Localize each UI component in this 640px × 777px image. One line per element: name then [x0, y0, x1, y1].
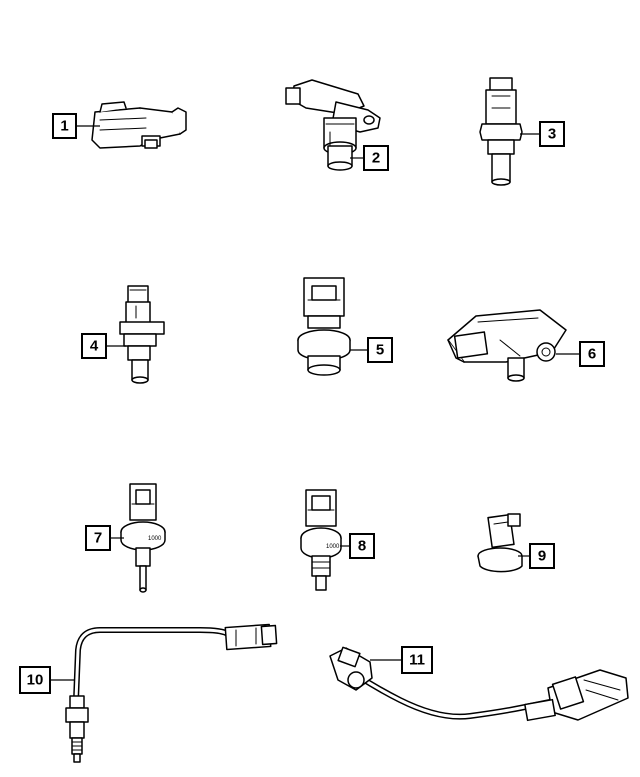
callout-7-label: 7 [94, 530, 102, 547]
callout-3-label: 3 [548, 126, 556, 143]
callout-6: 6 [579, 341, 605, 367]
part-7-marking: 1000 [148, 536, 162, 542]
callout-11: 11 [401, 646, 433, 674]
callout-4-label: 4 [90, 338, 99, 355]
callout-1-label: 1 [60, 118, 68, 135]
part-7-sensor[interactable]: 1000 [120, 483, 166, 593]
callout-10-label: 10 [27, 672, 44, 689]
part-5-sensor[interactable] [297, 277, 351, 376]
part-2-sensor[interactable] [285, 79, 381, 171]
part-8-marking: 1000 [326, 544, 340, 550]
part-3-sensor[interactable] [479, 77, 523, 186]
callout-2: 2 [363, 145, 389, 171]
callout-3: 3 [539, 121, 565, 147]
part-9-sensor[interactable] [477, 513, 523, 573]
callout-8-label: 8 [358, 538, 366, 555]
part-11-sensor[interactable] [329, 646, 629, 722]
callout-5-label: 5 [376, 342, 384, 359]
callout-6-label: 6 [588, 346, 596, 363]
callout-4: 4 [81, 333, 107, 359]
part-1-sensor[interactable] [91, 101, 187, 149]
part-10-sensor[interactable] [65, 623, 278, 763]
callout-1: 1 [52, 113, 77, 139]
callout-9: 9 [529, 543, 555, 569]
part-4-sensor[interactable] [119, 285, 165, 384]
part-8-sensor[interactable]: 1000 [300, 489, 342, 591]
callout-8: 8 [349, 533, 375, 559]
callout-10: 10 [19, 666, 51, 694]
part-6-sensor[interactable] [447, 309, 567, 382]
callout-11-label: 11 [409, 652, 425, 669]
callout-7: 7 [85, 525, 111, 551]
callout-9-label: 9 [538, 548, 546, 565]
callout-2-label: 2 [372, 150, 380, 167]
callout-5: 5 [367, 337, 393, 363]
